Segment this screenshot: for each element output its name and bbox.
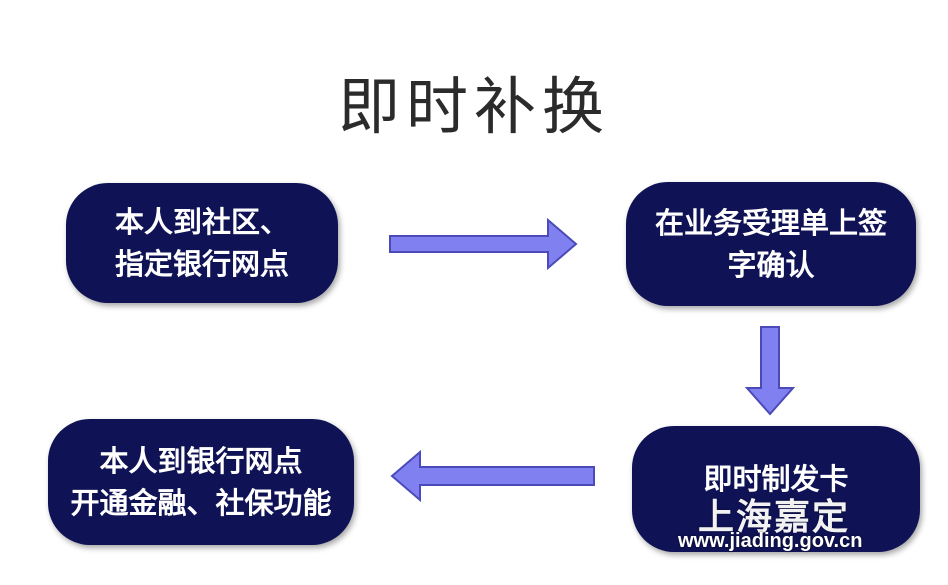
node-text: 本人到社区、	[114, 205, 289, 239]
watermark: 上海嘉定 www.jiading.gov.cn	[678, 484, 908, 564]
node-text: 指定银行网点	[114, 247, 289, 281]
arrow-left	[390, 449, 595, 503]
step-node-activate-functions: 本人到银行网点 开通金融、社保功能	[48, 419, 354, 545]
arrow-right	[389, 217, 578, 271]
step-node-sign-form: 在业务受理单上签 字确认	[626, 182, 916, 306]
diagram-title: 即时补换	[337, 70, 610, 143]
node-text: 字确认	[727, 248, 815, 282]
step-node-visit-branch: 本人到社区、 指定银行网点	[66, 183, 338, 303]
node-text: 开通金融、社保功能	[70, 486, 332, 520]
step-node-issue-card: 即时制发卡	[632, 426, 920, 552]
node-text: 即时制发卡	[703, 462, 849, 496]
node-text: 在业务受理单上签	[654, 206, 887, 240]
arrow-down	[744, 326, 796, 416]
node-text: 本人到银行网点	[99, 444, 303, 478]
watermark-logo: 上海嘉定	[698, 496, 851, 538]
watermark-url: www.jiading.gov.cn	[678, 530, 863, 552]
